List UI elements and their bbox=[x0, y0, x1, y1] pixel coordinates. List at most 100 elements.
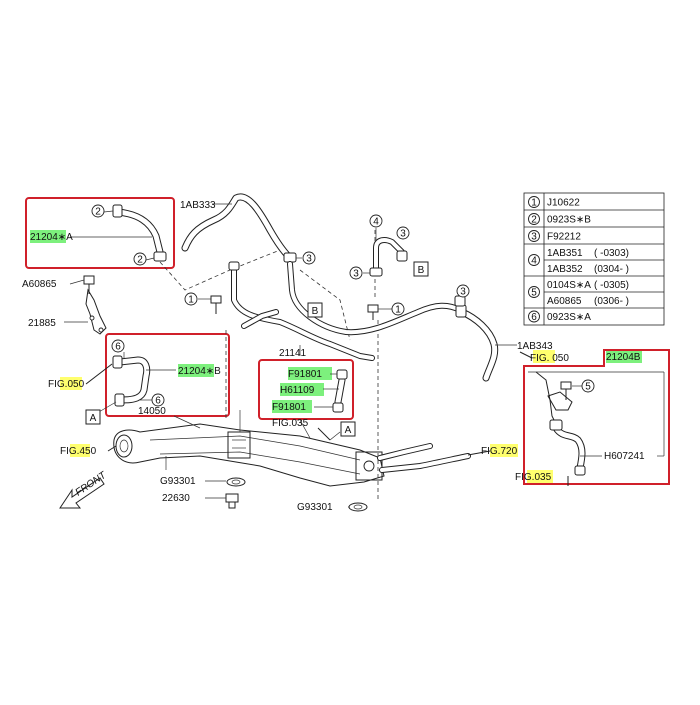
highlight-f91801-a bbox=[288, 367, 332, 380]
bolt-callout1-mid bbox=[367, 304, 379, 320]
svg-text:6: 6 bbox=[531, 312, 537, 323]
highlight-f91801-b bbox=[272, 400, 312, 413]
hose-h61109 bbox=[332, 369, 348, 413]
svg-text:( -0305): ( -0305) bbox=[594, 280, 629, 291]
svg-text:1: 1 bbox=[188, 295, 194, 306]
highlight-fig050-right bbox=[533, 350, 555, 363]
svg-text:1: 1 bbox=[395, 305, 401, 316]
hose-21204b-left bbox=[112, 355, 151, 407]
callout-3-c: 3 bbox=[349, 266, 363, 280]
svg-text:(0306- ): (0306- ) bbox=[594, 296, 629, 307]
hose-21204b-right bbox=[535, 371, 586, 476]
svg-text:J10622: J10622 bbox=[547, 198, 580, 209]
red-box-hose-21204a bbox=[25, 197, 175, 269]
highlight-21204a bbox=[30, 230, 66, 243]
arrow-fig050-right bbox=[519, 351, 533, 359]
svg-text:F92212: F92212 bbox=[547, 232, 581, 243]
svg-text:2: 2 bbox=[95, 207, 101, 218]
label-21885: 21885 bbox=[28, 318, 56, 329]
callout-6-b: 6 bbox=[151, 393, 165, 407]
sensor-22630 bbox=[225, 493, 239, 509]
highlight-fig450 bbox=[70, 444, 90, 457]
highlight-h61109 bbox=[280, 383, 324, 396]
label-fig035-mid: FIG.035 bbox=[272, 418, 309, 429]
gasket-g93301-a bbox=[226, 477, 246, 487]
arrow-fig720 bbox=[467, 450, 491, 456]
label-a60865: A60865 bbox=[22, 279, 57, 290]
svg-text:0923S∗A: 0923S∗A bbox=[547, 312, 591, 323]
callout-2-a: 2 bbox=[91, 204, 105, 218]
dashed-ref-top bbox=[159, 249, 281, 291]
label-fig450: FIG.450 bbox=[60, 446, 97, 457]
legend-row-6: 6 0923S∗A bbox=[528, 310, 591, 323]
svg-text:1AB352: 1AB352 bbox=[547, 264, 583, 275]
label-21204b-left: 21204∗B bbox=[178, 366, 221, 377]
highlight-21204b-left bbox=[178, 364, 214, 377]
callout-1-left: 1 bbox=[184, 292, 198, 306]
dashed-ref-vert-2 bbox=[299, 269, 351, 341]
legend-row-3: 3 F92212 bbox=[528, 230, 581, 243]
callout-2-b: 2 bbox=[133, 252, 147, 266]
front-arrow-icon bbox=[59, 477, 105, 509]
svg-text:3: 3 bbox=[306, 254, 312, 265]
svg-text:B: B bbox=[312, 306, 319, 317]
label-fig035-right: FIG.035 bbox=[515, 472, 552, 483]
callout-5: 5 bbox=[581, 379, 595, 393]
label-14050: 14050 bbox=[138, 406, 166, 417]
label-fig720: FIG.720 bbox=[481, 446, 518, 457]
label-g93301-b: G93301 bbox=[297, 502, 333, 513]
svg-text:4: 4 bbox=[373, 217, 379, 228]
arrow-fig050-left bbox=[85, 363, 113, 385]
arrow-fig450 bbox=[107, 445, 117, 452]
callout-3-a: 3 bbox=[302, 251, 316, 265]
highlight-fig035-right bbox=[527, 470, 553, 483]
svg-text:1AB351: 1AB351 bbox=[547, 248, 583, 259]
svg-text:A60865: A60865 bbox=[547, 296, 582, 307]
label-fig050-right: FIG. 050 bbox=[530, 353, 569, 364]
red-box-hose-21204b bbox=[105, 333, 230, 417]
hose-21204a bbox=[112, 204, 167, 262]
svg-text:(0304- ): (0304- ) bbox=[594, 264, 629, 275]
clamp-callout3-right bbox=[454, 295, 466, 307]
label-21141: 21141 bbox=[279, 348, 307, 359]
callout-1-mid: 1 bbox=[391, 302, 405, 316]
label-g93301-a: G93301 bbox=[160, 476, 196, 487]
svg-text:A: A bbox=[90, 413, 97, 424]
svg-text:2: 2 bbox=[531, 215, 537, 226]
svg-text:6: 6 bbox=[115, 342, 121, 353]
red-box-h61109 bbox=[258, 359, 354, 420]
svg-text:0104S∗A: 0104S∗A bbox=[547, 280, 591, 291]
label-f91801-b: F91801 bbox=[272, 402, 306, 413]
label-22630: 22630 bbox=[162, 493, 190, 504]
svg-text:B: B bbox=[418, 265, 425, 276]
label-1ab343: 1AB343 bbox=[517, 341, 553, 352]
red-box-hose-21204b-right bbox=[523, 349, 670, 485]
legend-row-5: 5 0104S∗A( -0305) A60865(0306- ) bbox=[528, 280, 629, 307]
leader-a60865 bbox=[69, 279, 85, 285]
callout-3-d: 3 bbox=[456, 284, 470, 298]
callout-4: 4 bbox=[369, 214, 383, 228]
arrow-fig035-mid bbox=[317, 427, 331, 441]
ref-box-a-left: A bbox=[85, 409, 101, 425]
svg-text:4: 4 bbox=[531, 256, 537, 267]
highlight-fig720 bbox=[490, 444, 518, 457]
callout-6-a: 6 bbox=[111, 339, 125, 353]
label-21204a: 21204∗A bbox=[30, 232, 73, 243]
highlight-fig050-left bbox=[60, 377, 82, 390]
svg-text:3: 3 bbox=[531, 232, 537, 243]
callout-3-b: 3 bbox=[396, 226, 410, 240]
leader-14050 bbox=[173, 415, 201, 429]
label-h61109: H61109 bbox=[280, 385, 315, 396]
leader-callout2-b bbox=[145, 257, 155, 261]
pipe-21141 bbox=[228, 261, 463, 361]
hose-1ab333 bbox=[181, 193, 297, 263]
label-fig050-left: FIG.050 bbox=[48, 379, 85, 390]
pipe-callout4 bbox=[369, 237, 408, 277]
bolt-callout1-left bbox=[210, 295, 222, 314]
leader-callout2-a bbox=[103, 210, 114, 213]
